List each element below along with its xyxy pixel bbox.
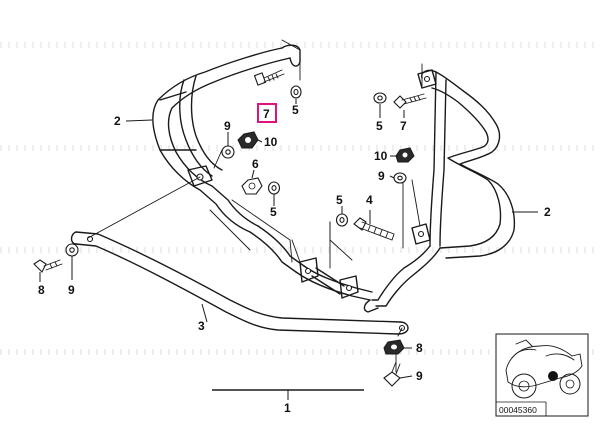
label-4: 4 — [366, 193, 373, 207]
nut-8-right — [383, 339, 405, 355]
thumbnail-part-number: 00045360 — [499, 405, 537, 415]
bolt-8-left — [33, 259, 63, 273]
label-5-right-top: 5 — [376, 119, 383, 133]
bolt-4 — [353, 217, 395, 241]
label-6: 6 — [252, 157, 259, 171]
label-7-highlight: 7 — [263, 107, 270, 121]
highlight-box — [257, 103, 277, 123]
nut-6 — [241, 177, 263, 195]
label-2-left: 2 — [114, 114, 121, 128]
bolt-7-top — [253, 69, 285, 86]
assembly-lines — [87, 39, 423, 373]
nut-10-right — [395, 147, 415, 163]
nut-10-left — [237, 131, 259, 149]
label-10-a: 10 — [264, 135, 278, 149]
hardware — [33, 69, 427, 387]
label-3: 3 — [198, 319, 205, 333]
label-9-left: 9 — [68, 283, 75, 297]
label-5-center: 5 — [336, 193, 343, 207]
right-crash-bar — [363, 69, 516, 313]
label-7-right: 7 — [400, 119, 407, 133]
location-thumbnail: 00045360 — [495, 333, 589, 417]
label-5-mid: 5 — [270, 205, 277, 219]
label-9-b: 9 — [378, 169, 385, 183]
bolt-7-right — [393, 93, 427, 109]
callout-labels: 2 7 5 9 10 6 5 5 7 10 9 2 5 4 8 9 3 8 9 … — [38, 103, 551, 415]
label-2-right: 2 — [544, 205, 551, 219]
label-8-right: 8 — [416, 341, 423, 355]
label-leaders — [39, 99, 538, 379]
bolt-9-right — [383, 361, 401, 387]
left-crash-bar — [152, 44, 373, 301]
label-8-left: 8 — [38, 283, 45, 297]
label-9-a: 9 — [224, 119, 231, 133]
label-1: 1 — [284, 401, 291, 415]
label-5-top: 5 — [292, 103, 299, 117]
label-9-right: 9 — [416, 369, 423, 383]
label-10-b: 10 — [374, 149, 388, 163]
